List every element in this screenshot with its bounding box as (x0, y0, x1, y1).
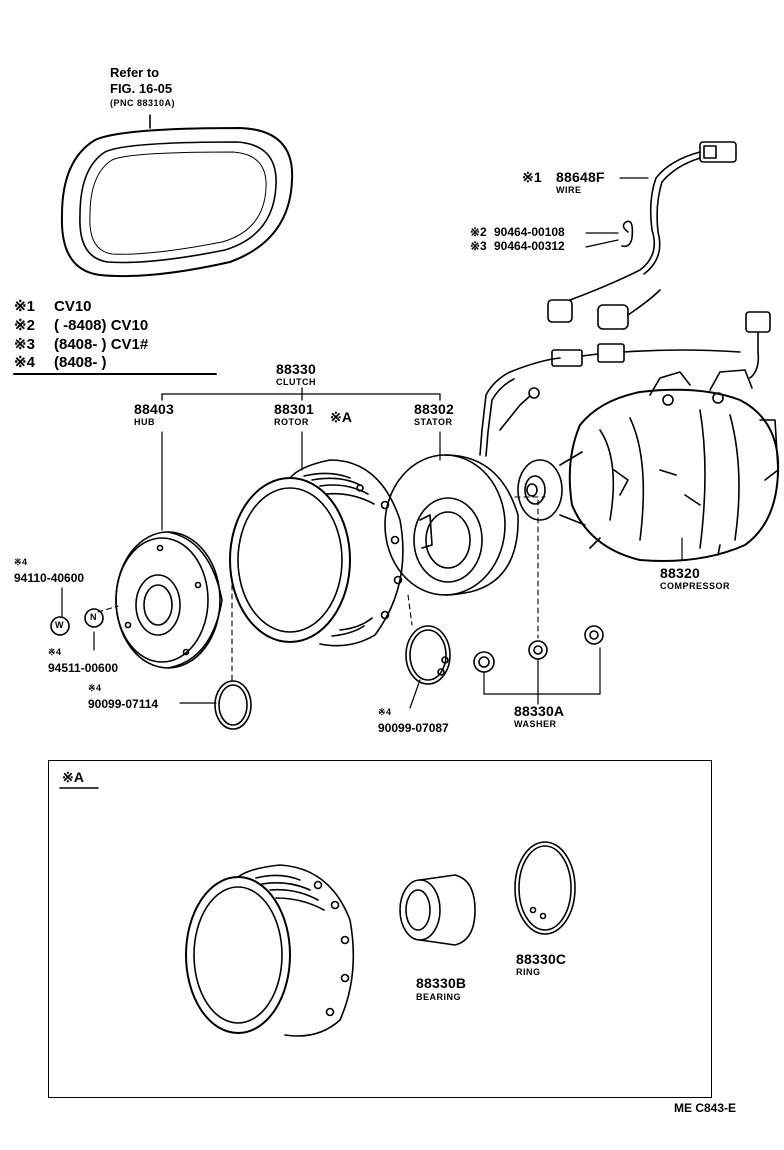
detail-a-title: ※A (62, 769, 85, 785)
stator-name: STATOR (414, 417, 453, 427)
snapring2-mark: ※4 (378, 707, 392, 717)
compressor-part-number: 88320 (660, 565, 700, 581)
leader-lines (61, 177, 683, 709)
part3-mark: ※3 (470, 239, 487, 253)
detail-rotor-drawing (185, 864, 355, 1037)
refer-line3: (PNC 88310A) (110, 98, 176, 108)
wire-mark: ※1 (522, 169, 542, 185)
refer-line2: FIG. 16-05 (110, 81, 173, 96)
nut-part-number: 94511-00600 (48, 661, 119, 675)
snapring1-mark: ※4 (88, 683, 102, 693)
bolt-symbol: W (55, 620, 64, 630)
bearing-part-number: 88330B (416, 975, 467, 991)
condition-4-text: (8408- ) (54, 354, 107, 371)
bolt-part-number: 94110-40600 (14, 571, 85, 585)
condition-3-mark: ※3 (14, 336, 35, 353)
wire-name: WIRE (556, 185, 582, 195)
hub-name: HUB (134, 417, 155, 427)
part2-mark: ※2 (470, 225, 487, 239)
bolt-mark: ※4 (14, 557, 28, 567)
refer-line1: Refer to (110, 65, 160, 80)
v-belt-drawing (60, 114, 294, 278)
part3-number: 90464-00312 (494, 239, 565, 253)
rotor-drawing (229, 459, 404, 647)
snapring1-part-number: 90099-07114 (88, 697, 159, 711)
ring-part-number: 88330C (516, 951, 567, 967)
condition-4-mark: ※4 (14, 354, 35, 371)
condition-1-mark: ※1 (14, 298, 35, 315)
bolt-nut-symbols (50, 608, 104, 636)
dashed-axis-lines (97, 496, 546, 681)
clutch-part-number: 88330 (276, 361, 316, 377)
nut-symbol: N (90, 612, 97, 622)
condition-3-text: (8408- ) CV1# (54, 336, 149, 353)
rotor-name: ROTOR (274, 417, 309, 427)
ring-name: RING (516, 967, 541, 977)
wire-part-number: 88648F (556, 169, 605, 185)
washer-part-number: 88330A (514, 703, 565, 719)
part2-number: 90464-00108 (494, 225, 565, 239)
stator-part-number: 88302 (414, 401, 454, 417)
wire-harness-drawing (547, 141, 771, 379)
detail-bearing-drawing (399, 874, 476, 946)
compressor-drawing (517, 369, 780, 562)
bearing-name: BEARING (416, 992, 462, 1002)
detail-a-frame (48, 760, 712, 1098)
stator-drawing (384, 357, 561, 596)
condition-1-text: CV10 (54, 298, 92, 315)
hub-drawing (115, 531, 223, 669)
washer-name: WASHER (514, 719, 557, 729)
snap-rings-drawing (214, 625, 451, 730)
clutch-bracket-lines (161, 387, 441, 401)
compressor-name: COMPRESSOR (660, 581, 731, 591)
rotor-detail-mark: ※A (330, 409, 353, 425)
clutch-name: CLUTCH (276, 377, 316, 387)
washers-drawing (473, 625, 604, 673)
rotor-part-number: 88301 (274, 401, 314, 417)
condition-2-text: ( -8408) CV10 (54, 317, 149, 334)
hub-part-number: 88403 (134, 401, 174, 417)
detail-ring-drawing (514, 841, 576, 935)
condition-2-mark: ※2 (14, 317, 35, 334)
nut-mark: ※4 (48, 647, 62, 657)
snapring2-part-number: 90099-07087 (378, 721, 449, 735)
figure-code: ME C843-E (674, 1101, 737, 1115)
